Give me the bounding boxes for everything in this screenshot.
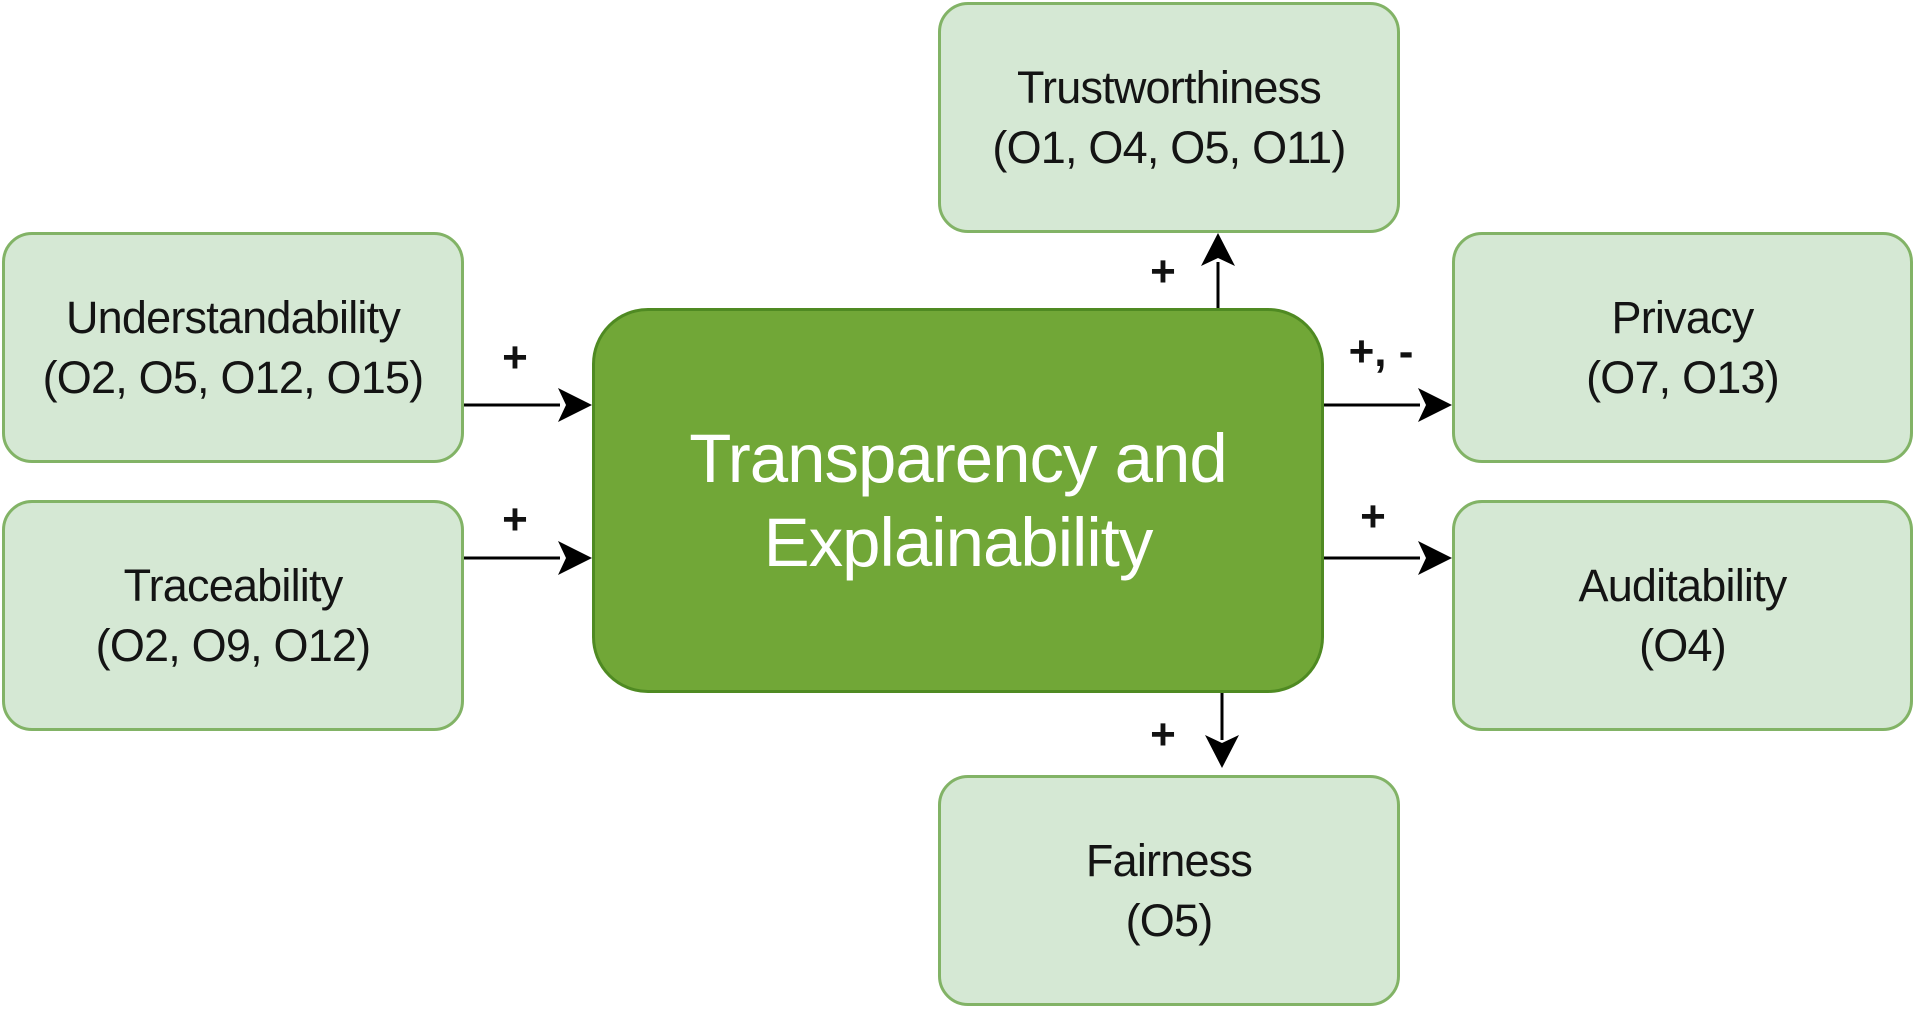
arrowhead-icon [1418, 388, 1452, 422]
node-name: Understandability [65, 291, 401, 343]
edge-central-to-fairness [1205, 693, 1239, 768]
node-privacy[interactable]: Privacy (O7, O13) [1452, 232, 1913, 463]
central-node-title-line-1: Transparency and [689, 419, 1228, 497]
edge-central-to-privacy [1324, 388, 1452, 422]
node-refs: (O1, O4, O5, O11) [992, 121, 1346, 173]
node-traceability[interactable]: Traceability (O2, O9, O12) [2, 500, 464, 731]
arrowhead-icon [1418, 541, 1452, 575]
edge-label-fairness: + [1150, 710, 1176, 759]
edge-central-to-trustworthiness [1201, 233, 1235, 308]
edge-label-auditability: + [1360, 492, 1386, 541]
edge-central-to-auditability [1324, 541, 1452, 575]
node-refs: (O2, O5, O12, O15) [42, 351, 425, 403]
node-fairness[interactable]: Fairness (O5) [938, 775, 1400, 1006]
node-refs: (O4) [1639, 619, 1727, 671]
arrowhead-icon [1201, 233, 1235, 266]
edge-label-traceability: + [502, 495, 528, 544]
node-name: Auditability [1578, 559, 1787, 611]
central-node-transparency-explainability[interactable]: Transparency and Explainability [592, 308, 1324, 693]
arrowhead-icon [558, 388, 592, 422]
arrowhead-icon [558, 541, 592, 575]
arrowhead-icon [1205, 735, 1239, 768]
edge-understandability-to-central [464, 388, 592, 422]
node-auditability[interactable]: Auditability (O4) [1452, 500, 1913, 731]
edge-label-trustworthiness: + [1150, 247, 1176, 296]
node-trustworthiness[interactable]: Trustworthiness (O1, O4, O5, O11) [938, 2, 1400, 233]
node-name: Privacy [1611, 291, 1755, 343]
node-refs: (O2, O9, O12) [95, 619, 372, 671]
edge-label-understandability: + [502, 333, 528, 382]
edge-traceability-to-central [464, 541, 592, 575]
node-name: Fairness [1085, 834, 1253, 886]
node-understandability[interactable]: Understandability (O2, O5, O12, O15) [2, 232, 464, 463]
edge-label-privacy: +, - [1348, 327, 1414, 376]
node-name: Traceability [123, 559, 344, 611]
central-node-title-line-2: Explainability [763, 503, 1154, 581]
node-refs: (O5) [1125, 894, 1214, 946]
node-refs: (O7, O13) [1586, 351, 1780, 403]
node-name: Trustworthiness [1017, 61, 1322, 113]
